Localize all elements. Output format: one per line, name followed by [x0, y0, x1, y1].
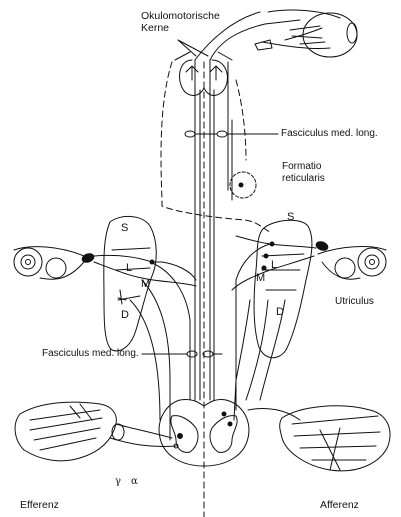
efferenz-label: Efferenz — [20, 499, 59, 511]
oculomotor-nuclei-label-line1: Okulomotorische — [141, 10, 220, 22]
left-nucleus-l: L — [126, 262, 132, 274]
afferenz-label: Afferenz — [320, 499, 359, 511]
gamma-label: γ — [115, 476, 121, 488]
formatio-label-line1: Formatio — [282, 161, 321, 173]
left-nucleus-d: D — [121, 309, 129, 321]
alpha-label: α — [131, 476, 138, 488]
right-nucleus-m: M — [256, 272, 265, 284]
mlf-upper-label: Fasciculus med. long. — [281, 128, 378, 140]
right-nucleus-s: S — [287, 211, 294, 223]
right-nucleus-l: L — [271, 259, 277, 271]
oculomotor-nuclei-label-line2: Kerne — [141, 22, 169, 34]
vertical-tracts — [195, 12, 300, 400]
mlf-lower-label: Fasciculus med. long. — [42, 348, 139, 360]
dashed-loop — [161, 62, 270, 232]
eye-illustration — [255, 10, 357, 57]
right-nucleus-d: D — [276, 306, 284, 318]
efferenz-muscle — [15, 402, 176, 461]
right-labyrinth — [318, 247, 386, 280]
left-labyrinth — [14, 247, 84, 280]
formatio-label-line2: reticularis — [282, 173, 325, 185]
left-nucleus-m: M — [141, 278, 150, 290]
afferenz-muscle — [248, 406, 390, 471]
utriculus-label: Utriculus — [335, 296, 374, 308]
left-nucleus-s: S — [121, 222, 128, 234]
